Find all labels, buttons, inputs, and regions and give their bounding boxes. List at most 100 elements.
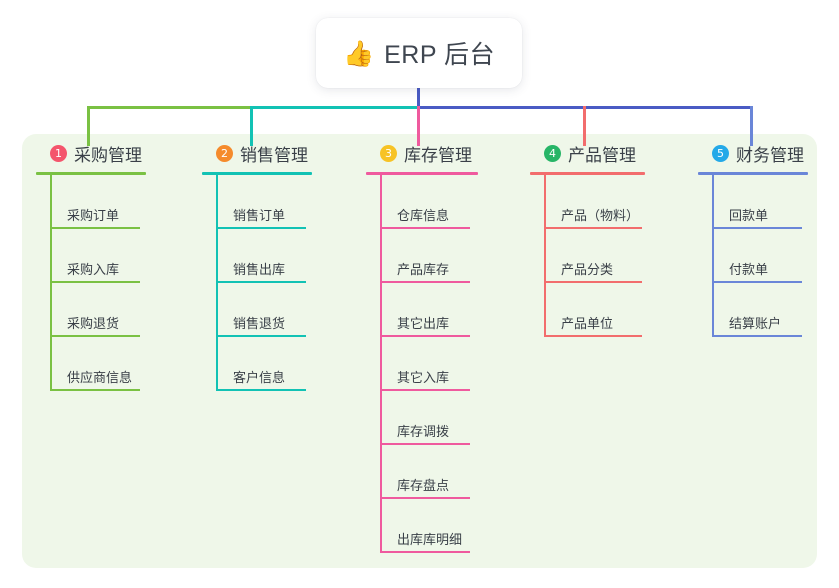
leaf-item-label: 其它出库 xyxy=(397,316,450,331)
thumbs-up-icon: 👍 xyxy=(342,38,375,68)
leaf-item-underline xyxy=(712,281,802,283)
leaf-item-underline xyxy=(216,227,306,229)
leaf-item[interactable]: 销售出库 xyxy=(202,229,354,283)
leaf-item-underline xyxy=(380,281,470,283)
leaf-item[interactable]: 付款单 xyxy=(698,229,839,283)
leaf-item[interactable]: 采购入库 xyxy=(36,229,188,283)
column-items: 回款单付款单结算账户 xyxy=(698,175,839,337)
leaf-item-underline xyxy=(380,227,470,229)
leaf-item-underline xyxy=(50,227,140,229)
column-title: 销售管理 xyxy=(240,145,308,165)
column-number-badge: 2 xyxy=(216,144,233,162)
leaf-item[interactable]: 其它入库 xyxy=(366,337,518,391)
leaf-item[interactable]: 仓库信息 xyxy=(366,175,518,229)
column-header-underline xyxy=(202,172,312,175)
leaf-item[interactable]: 采购订单 xyxy=(36,175,188,229)
leaf-item[interactable]: 客户信息 xyxy=(202,337,354,391)
leaf-item-label: 回款单 xyxy=(729,208,769,223)
leaf-item[interactable]: 回款单 xyxy=(698,175,839,229)
column-header[interactable]: 3 库存管理 xyxy=(366,140,518,166)
column-items: 产品（物料） 产品分类产品单位 xyxy=(530,175,690,337)
leaf-item-underline xyxy=(380,443,470,445)
leaf-item-label: 采购订单 xyxy=(67,208,120,223)
leaf-item-underline xyxy=(216,281,306,283)
column-header[interactable]: 5 财务管理 xyxy=(698,140,839,166)
leaf-item-underline xyxy=(216,389,306,391)
leaf-item[interactable]: 其它出库 xyxy=(366,283,518,337)
root-stem-connector xyxy=(417,88,420,108)
leaf-item[interactable]: 产品（物料） xyxy=(530,175,690,229)
root-title: ERP 后台 xyxy=(384,41,496,69)
leaf-item[interactable]: 结算账户 xyxy=(698,283,839,337)
leaf-item-underline xyxy=(544,227,642,229)
drop-connector-col-1 xyxy=(87,106,90,146)
leaf-item-label: 产品单位 xyxy=(561,316,614,331)
column-number-badge: 4 xyxy=(544,144,561,162)
leaf-item-label: 产品分类 xyxy=(561,262,614,277)
leaf-item-label: 采购入库 xyxy=(67,262,120,277)
leaf-item-underline xyxy=(544,281,642,283)
leaf-item[interactable]: 库存调拨 xyxy=(366,391,518,445)
column-items: 采购订单采购入库采购退货供应商信息 xyxy=(36,175,188,391)
leaf-item-label: 销售出库 xyxy=(233,262,286,277)
leaf-item[interactable]: 出库库明细 xyxy=(366,499,518,553)
leaf-item[interactable]: 产品单位 xyxy=(530,283,690,337)
column-header-underline xyxy=(530,172,645,175)
leaf-item-label: 结算账户 xyxy=(729,316,782,331)
leaf-item-underline xyxy=(50,281,140,283)
leaf-item-underline xyxy=(544,335,642,337)
drop-connector-col-3 xyxy=(417,106,420,146)
leaf-item[interactable]: 供应商信息 xyxy=(36,337,188,391)
drop-connector-col-4 xyxy=(583,106,586,146)
leaf-item-label: 库存盘点 xyxy=(397,478,450,493)
branch-column-product: 4 产品管理产品（物料） 产品分类产品单位 xyxy=(530,140,690,337)
column-header-underline xyxy=(36,172,146,175)
column-header-underline xyxy=(698,172,808,175)
leaf-item-label: 销售订单 xyxy=(233,208,286,223)
leaf-item-label: 供应商信息 xyxy=(67,370,133,385)
column-header[interactable]: 2 销售管理 xyxy=(202,140,354,166)
leaf-item-label: 库存调拨 xyxy=(397,424,450,439)
leaf-item-underline xyxy=(216,335,306,337)
leaf-item-label: 销售退货 xyxy=(233,316,286,331)
column-number-badge: 1 xyxy=(50,144,67,162)
bus-segment-green xyxy=(87,106,252,109)
leaf-item-underline xyxy=(712,227,802,229)
leaf-item-label: 产品库存 xyxy=(397,262,450,277)
column-title: 库存管理 xyxy=(404,145,472,165)
column-title: 产品管理 xyxy=(568,145,636,165)
branch-column-finance: 5 财务管理回款单付款单结算账户 xyxy=(698,140,839,337)
column-header[interactable]: 4 产品管理 xyxy=(530,140,690,166)
drop-connector-col-5 xyxy=(750,106,753,146)
leaf-item-underline xyxy=(712,335,802,337)
leaf-item-label: 出库库明细 xyxy=(397,532,463,547)
leaf-item-underline xyxy=(50,389,140,391)
leaf-item[interactable]: 采购退货 xyxy=(36,283,188,337)
column-title: 采购管理 xyxy=(74,145,142,165)
leaf-item-underline xyxy=(380,551,470,553)
leaf-item[interactable]: 库存盘点 xyxy=(366,445,518,499)
column-rail xyxy=(216,175,218,391)
leaf-item-label: 其它入库 xyxy=(397,370,450,385)
leaf-item[interactable]: 产品分类 xyxy=(530,229,690,283)
leaf-item[interactable]: 产品库存 xyxy=(366,229,518,283)
column-header-underline xyxy=(366,172,478,175)
leaf-item-label: 客户信息 xyxy=(233,370,286,385)
column-number-badge: 3 xyxy=(380,144,397,162)
branch-column-sales: 2 销售管理销售订单销售出库销售退货客户信息 xyxy=(202,140,354,391)
column-rail xyxy=(712,175,714,337)
branch-column-purchasing: 1 采购管理采购订单采购入库采购退货供应商信息 xyxy=(36,140,188,391)
column-rail xyxy=(544,175,546,337)
column-items: 仓库信息产品库存其它出库其它入库库存调拨库存盘点出库库明细 xyxy=(366,175,518,553)
leaf-item-label: 采购退货 xyxy=(67,316,120,331)
leaf-item-label: 付款单 xyxy=(729,262,769,277)
root-node[interactable]: 👍 ERP 后台 xyxy=(316,18,522,88)
diagram-panel xyxy=(22,134,817,568)
leaf-item[interactable]: 销售退货 xyxy=(202,283,354,337)
column-header[interactable]: 1 采购管理 xyxy=(36,140,188,166)
leaf-item[interactable]: 销售订单 xyxy=(202,175,354,229)
leaf-item-label: 仓库信息 xyxy=(397,208,450,223)
column-title: 财务管理 xyxy=(736,145,804,165)
column-number-badge: 5 xyxy=(712,144,729,162)
leaf-item-label: 产品（物料） xyxy=(561,208,640,223)
